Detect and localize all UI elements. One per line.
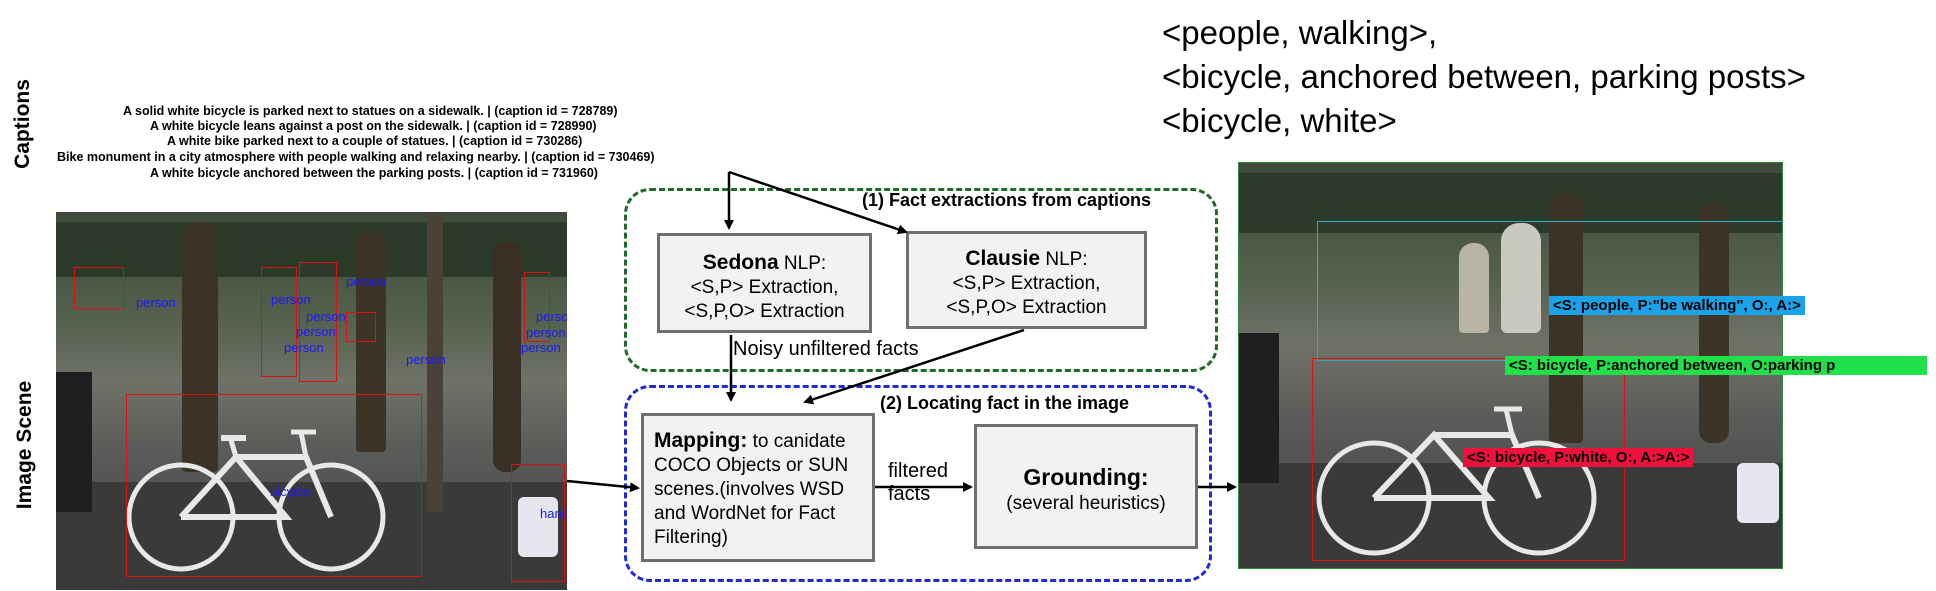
- detection-photo: person person person person person perso…: [56, 212, 567, 590]
- clausie-heading: Clausie NLP:: [909, 246, 1144, 272]
- storefront: [56, 222, 567, 277]
- sedona-suffix: NLP:: [778, 253, 827, 274]
- person-label: person: [136, 295, 176, 310]
- person-figure: [1501, 223, 1541, 333]
- person-bbox: [261, 267, 297, 377]
- person-bbox: [299, 262, 337, 382]
- caption-line: A solid white bicycle is parked next to …: [123, 104, 618, 118]
- person-figure: [1459, 243, 1489, 333]
- handbag-bbox: [511, 464, 565, 582]
- bicycle-bbox: [126, 394, 422, 577]
- filtered-line2: facts: [888, 483, 931, 505]
- storefront: [1239, 173, 1782, 233]
- grounded-fact-tag-anchored: <S: bicycle, P:anchored between, O:parki…: [1505, 356, 1927, 375]
- arrow-captions-to-clausie: [728, 170, 908, 235]
- person-label: person: [296, 324, 336, 339]
- grounded-fact-tag-people: <S: people, P:"be walking", O:, A:>: [1549, 296, 1805, 315]
- grounding-text: (several heuristics): [1006, 492, 1166, 514]
- handbag-label: handbag: [540, 506, 567, 521]
- statue: [493, 242, 521, 472]
- caption-line: A white bike parked next to a couple of …: [167, 134, 583, 148]
- caption-line: A white bicycle leans against a post on …: [150, 119, 597, 133]
- sedona-line1: <S,P> Extraction,: [690, 277, 839, 299]
- mapping-box: Mapping: to canidate COCO Objects or SUN…: [641, 413, 875, 562]
- locating-fact-title: (2) Locating fact in the image: [880, 393, 1130, 413]
- tree-trunk: [427, 212, 443, 512]
- statue: [356, 232, 386, 452]
- person-label: person: [284, 340, 324, 355]
- locating-fact-region: [624, 385, 1212, 582]
- person-label: person: [521, 340, 561, 355]
- sedona-name: Sedona: [702, 251, 779, 274]
- grounded-photo: [1238, 162, 1783, 569]
- fact-line: <bicycle, white>: [1162, 102, 1397, 139]
- statue: [1549, 193, 1583, 443]
- person-label: person: [536, 309, 567, 324]
- handbag-drawing: [1737, 463, 1779, 523]
- statue: [1699, 203, 1729, 443]
- person-bbox: [346, 312, 376, 342]
- handbag-drawing: [518, 497, 558, 557]
- sedona-line2: <S,P,O> Extraction: [684, 301, 845, 322]
- bicycle-drawing: [126, 429, 386, 572]
- caption-line: A white bicycle anchored between the par…: [150, 166, 598, 180]
- street-ground: [1239, 463, 1782, 568]
- noisy-facts-label: Noisy unfiltered facts: [733, 338, 919, 360]
- sedona-heading: Sedona NLP:: [660, 250, 869, 276]
- grounding-title: Grounding:: [1023, 464, 1149, 490]
- fact-line: <bicycle, anchored between, parking post…: [1162, 58, 1806, 95]
- grounding-box: Grounding: (several heuristics): [974, 424, 1198, 549]
- bicycle-label: bicycle: [270, 484, 310, 499]
- mapping-text: to canidate COCO Objects or SUN scenes.(…: [654, 431, 849, 548]
- person-label: person: [406, 352, 446, 367]
- person-label: person: [306, 309, 346, 324]
- statue: [182, 222, 218, 472]
- filtered-facts-label: filtered facts: [888, 460, 948, 506]
- clausie-line2: <S,P,O> Extraction: [946, 297, 1107, 318]
- clausie-line1: <S,P> Extraction,: [952, 273, 1101, 295]
- bin: [56, 372, 92, 512]
- person-label: person: [346, 274, 386, 289]
- filtered-line1: filtered: [888, 460, 949, 482]
- grounded-fact-tag-white: <S: bicycle, P:white, O:, A:>A:>: [1463, 448, 1694, 467]
- clausie-nlp-box: Clausie NLP: <S,P> Extraction, <S,P,O> E…: [906, 231, 1147, 329]
- clausie-name: Clausie: [965, 247, 1041, 270]
- fact-extraction-region: [624, 188, 1218, 372]
- bicycle-drawing: [1316, 406, 1597, 556]
- fact-extraction-title: (1) Fact extractions from captions: [862, 190, 1152, 210]
- caption-line: Bike monument in a city atmosphere with …: [57, 150, 655, 164]
- fact-line: <people, walking>,: [1162, 14, 1438, 51]
- person-bbox: [74, 267, 124, 309]
- arrow-clausie-to-mapping: [803, 328, 1025, 405]
- person-bbox: [524, 272, 550, 342]
- bin: [1239, 333, 1279, 483]
- person-label: person: [271, 292, 311, 307]
- mapping-title: Mapping:: [654, 429, 748, 452]
- sedona-nlp-box: Sedona NLP: <S,P> Extraction, <S,P,O> Ex…: [657, 233, 872, 333]
- street-ground: [56, 482, 567, 590]
- person-label: person: [526, 325, 566, 340]
- arrow-photo-to-mapping: [566, 479, 640, 493]
- clausie-suffix: NLP:: [1040, 249, 1088, 270]
